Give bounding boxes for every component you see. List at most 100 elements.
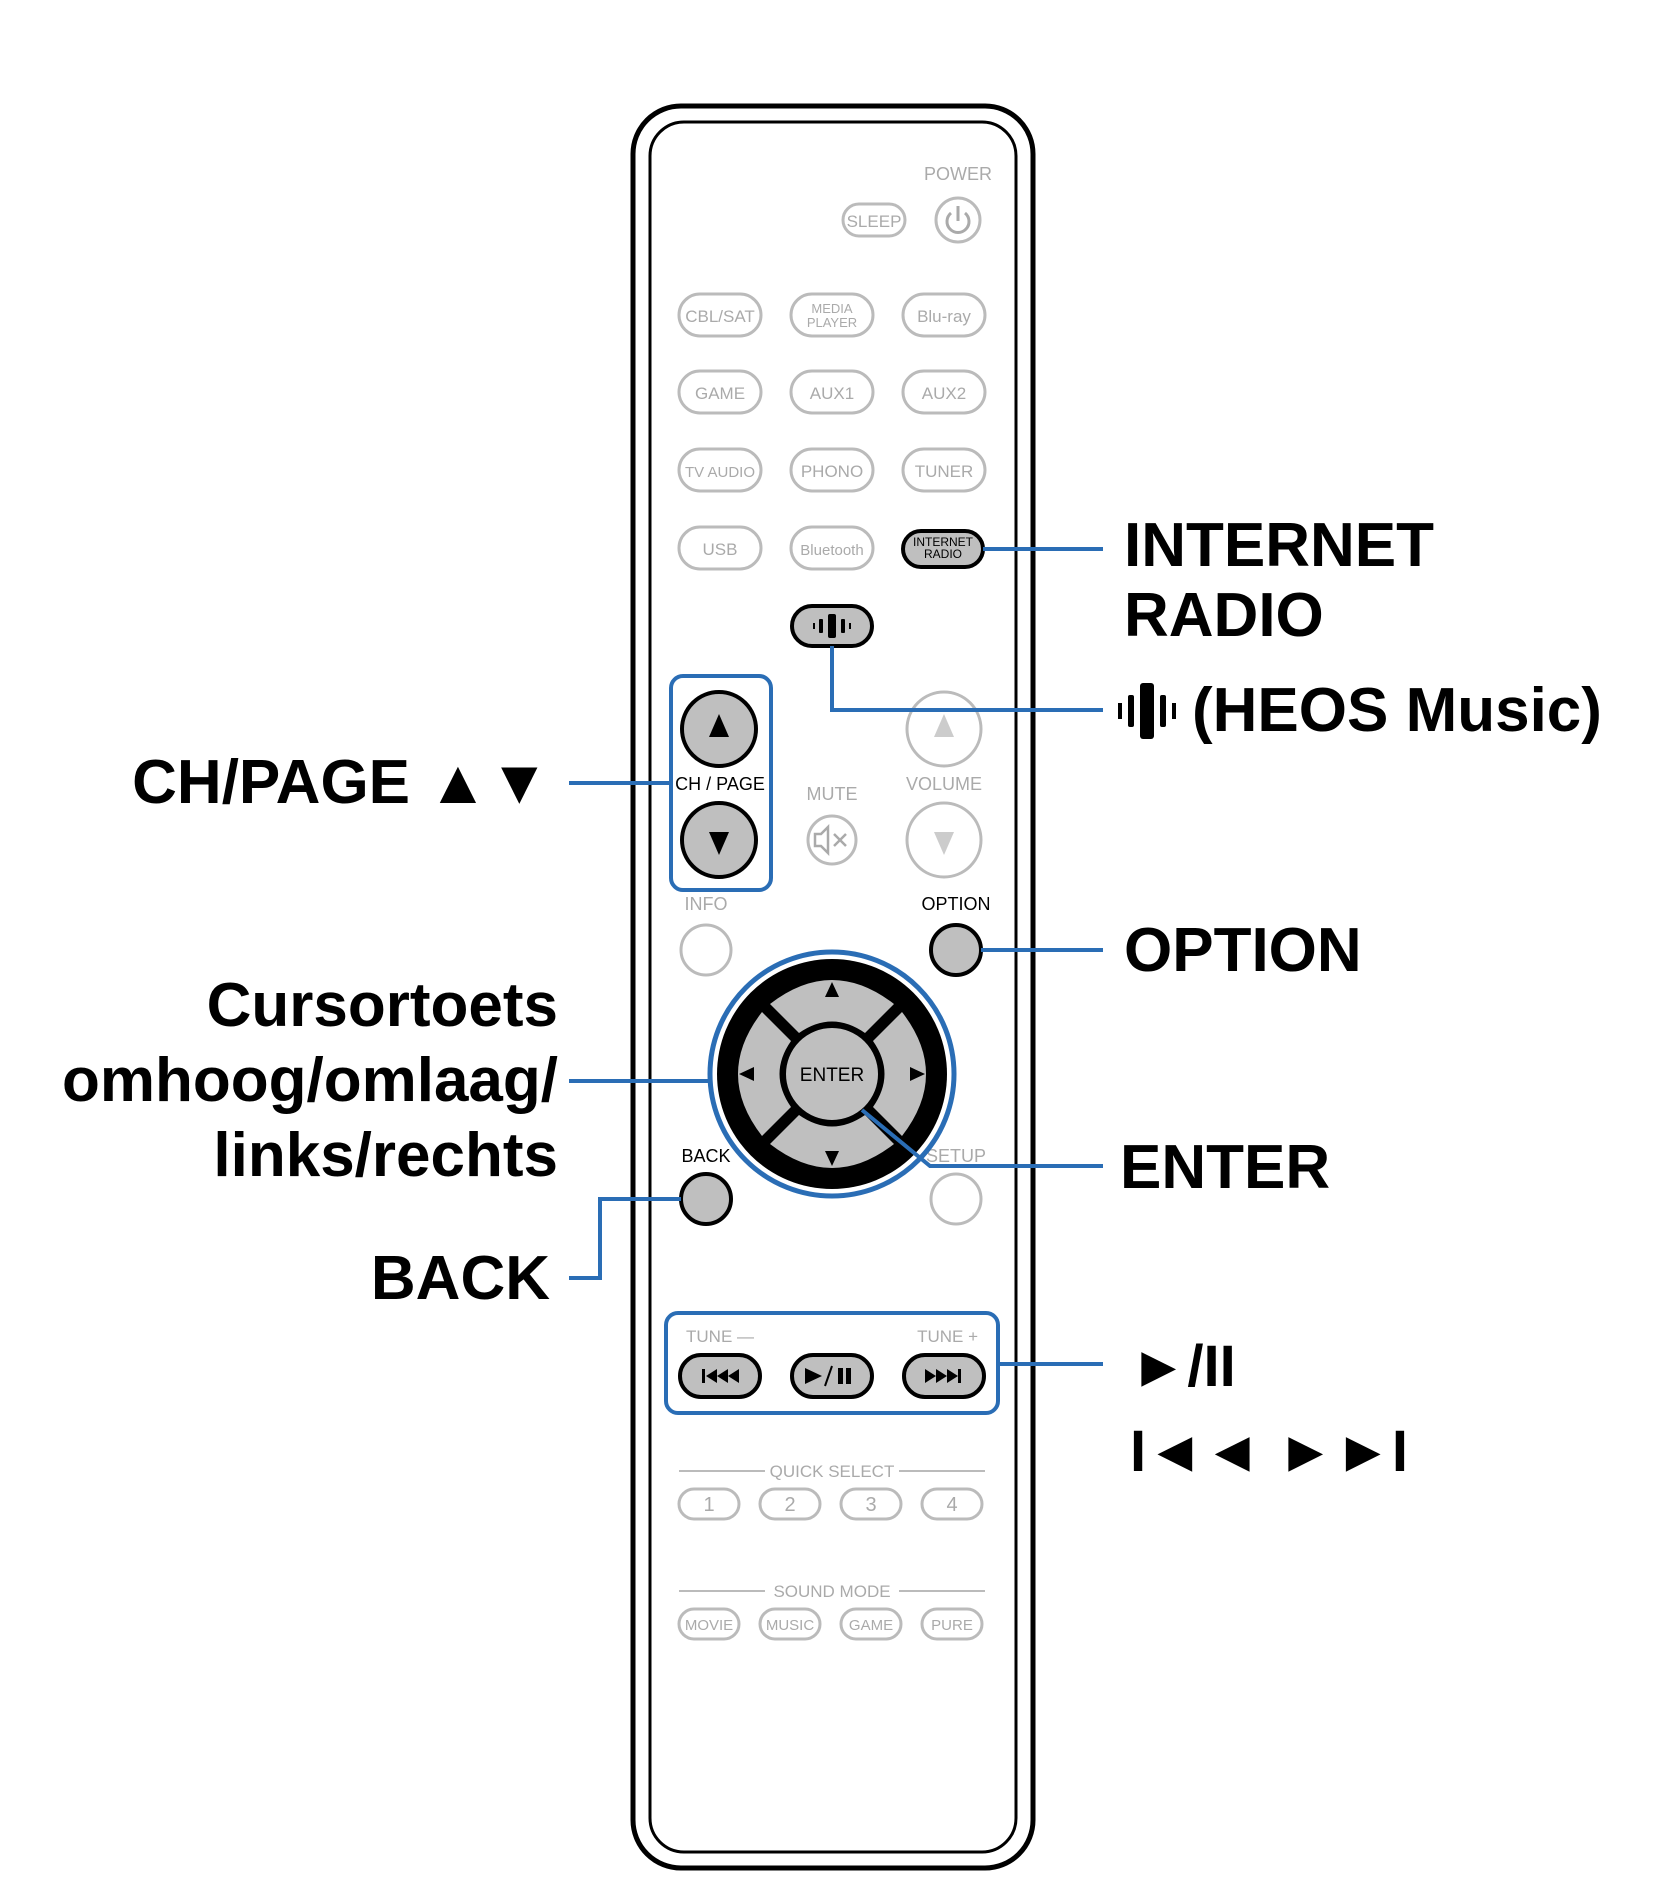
volume-label: VOLUME xyxy=(906,774,982,794)
callout-skip: I◄◄ ►►I xyxy=(1130,1419,1408,1484)
callout-internet-radio-line2: RADIO xyxy=(1124,581,1324,650)
power-icon xyxy=(945,206,971,234)
callout-play-pause: ►/II xyxy=(1130,1334,1236,1399)
phono-button[interactable]: PHONO xyxy=(789,447,875,493)
heos-callout-icon xyxy=(1118,683,1176,739)
ch-page-label: CH / PAGE xyxy=(675,774,765,794)
mute-button[interactable] xyxy=(806,814,858,866)
skip-forward-button[interactable] xyxy=(902,1353,986,1399)
callout-heos-music: (HEOS Music) xyxy=(1192,676,1602,745)
aux1-button[interactable]: AUX1 xyxy=(789,369,875,415)
cursor-right-button[interactable] xyxy=(873,1012,926,1136)
quick-select-label: QUICK SELECT xyxy=(770,1462,895,1481)
game-source-label: GAME xyxy=(695,384,745,403)
sound-mode-movie-button[interactable]: MOVIE xyxy=(677,1607,741,1641)
sleep-button[interactable]: SLEEP xyxy=(841,202,907,238)
cursor-up-icon xyxy=(825,982,839,997)
leader-lines xyxy=(569,547,1103,1366)
tuner-label: TUNER xyxy=(915,462,974,481)
cursor-up-button[interactable] xyxy=(770,980,894,1033)
callout-ch-page: CH/PAGE ▲▼ xyxy=(132,748,550,817)
sleep-label: SLEEP xyxy=(847,212,902,231)
sound-mode-pure-label: PURE xyxy=(931,1617,973,1634)
usb-label: USB xyxy=(703,540,738,559)
cursor-down-icon xyxy=(825,1151,839,1166)
quick-select-1-button[interactable]: 1 xyxy=(677,1487,741,1521)
bluray-button[interactable]: Blu-ray xyxy=(901,292,987,338)
volume-up-button[interactable] xyxy=(905,690,983,768)
usb-button[interactable]: USB xyxy=(677,525,763,571)
info-label: INFO xyxy=(685,894,728,914)
enter-label: ENTER xyxy=(800,1065,864,1086)
enter-button[interactable]: ENTER xyxy=(782,1024,882,1124)
back-button[interactable] xyxy=(679,1172,733,1226)
source-row-2: GAME AUX1 AUX2 xyxy=(677,369,987,415)
cbl-sat-label: CBL/SAT xyxy=(685,307,755,326)
power-label: POWER xyxy=(924,164,992,184)
aux2-button[interactable]: AUX2 xyxy=(901,369,987,415)
sound-mode-music-button[interactable]: MUSIC xyxy=(758,1607,822,1641)
quick-select-2-button[interactable]: 2 xyxy=(758,1487,822,1521)
callout-cursor-line2: omhoog/omlaag/ xyxy=(62,1046,558,1115)
callout-cursor-line1: Cursortoets xyxy=(206,971,558,1040)
volume-down-button[interactable] xyxy=(905,801,983,879)
cursor-down-button[interactable] xyxy=(770,1115,894,1168)
cursor-right-icon xyxy=(910,1067,925,1081)
info-button[interactable] xyxy=(679,923,733,977)
bluray-label: Blu-ray xyxy=(917,307,971,326)
sound-mode-game-label: GAME xyxy=(849,1617,893,1634)
phono-label: PHONO xyxy=(801,462,863,481)
quick-select-3-label: 3 xyxy=(865,1494,876,1516)
mute-label: MUTE xyxy=(807,784,858,804)
aux2-label: AUX2 xyxy=(922,384,966,403)
ch-page-up-button[interactable] xyxy=(680,690,758,768)
play-pause-button[interactable] xyxy=(790,1353,874,1399)
skip-back-icon xyxy=(702,1369,739,1383)
tv-audio-button[interactable]: TV AUDIO xyxy=(677,447,763,493)
callout-internet-radio: INTERNET RADIO xyxy=(1124,515,1434,647)
callout-option: OPTION xyxy=(1124,916,1362,985)
bluetooth-button[interactable]: Bluetooth xyxy=(789,525,875,571)
sound-mode-label: SOUND MODE xyxy=(773,1582,890,1601)
option-button[interactable] xyxy=(929,923,983,977)
callout-back: BACK xyxy=(370,1244,550,1313)
play-pause-icon xyxy=(805,1365,851,1387)
back-label: BACK xyxy=(681,1146,730,1166)
mute-icon xyxy=(813,823,847,857)
callout-cursor-keys: Cursortoets omhoog/omlaag/ links/rechts xyxy=(20,975,558,1187)
heos-music-button[interactable] xyxy=(790,604,874,648)
tune-minus-label: TUNE — xyxy=(686,1327,754,1346)
option-label: OPTION xyxy=(921,894,990,914)
sound-mode-game-button[interactable]: GAME xyxy=(839,1607,903,1641)
leader-enter xyxy=(860,1108,1103,1168)
ch-page-down-button[interactable] xyxy=(680,801,758,879)
quick-select-4-label: 4 xyxy=(946,1494,957,1516)
aux1-label: AUX1 xyxy=(810,384,854,403)
leader-heos xyxy=(830,646,1103,712)
power-button[interactable] xyxy=(934,196,982,244)
game-source-button[interactable]: GAME xyxy=(677,369,763,415)
quick-select-3-button[interactable]: 3 xyxy=(839,1487,903,1521)
quick-select-2-label: 2 xyxy=(784,1494,795,1516)
setup-button[interactable] xyxy=(929,1172,983,1226)
bluetooth-label: Bluetooth xyxy=(800,542,863,559)
volume-up-icon xyxy=(934,714,954,737)
down-triangle-icon xyxy=(709,832,729,855)
cbl-sat-button[interactable]: CBL/SAT xyxy=(677,292,763,338)
callout-internet-radio-line1: INTERNET xyxy=(1124,511,1434,580)
callout-enter: ENTER xyxy=(1120,1133,1331,1202)
cursor-left-button[interactable] xyxy=(738,1012,791,1136)
skip-back-button[interactable] xyxy=(678,1353,762,1399)
tv-audio-label: TV AUDIO xyxy=(685,464,755,481)
sound-mode-movie-label: MOVIE xyxy=(685,1617,733,1634)
tuner-button[interactable]: TUNER xyxy=(901,447,987,493)
quick-select-4-button[interactable]: 4 xyxy=(920,1487,984,1521)
sound-mode-pure-button[interactable]: PURE xyxy=(920,1607,984,1641)
skip-forward-icon xyxy=(925,1369,961,1383)
